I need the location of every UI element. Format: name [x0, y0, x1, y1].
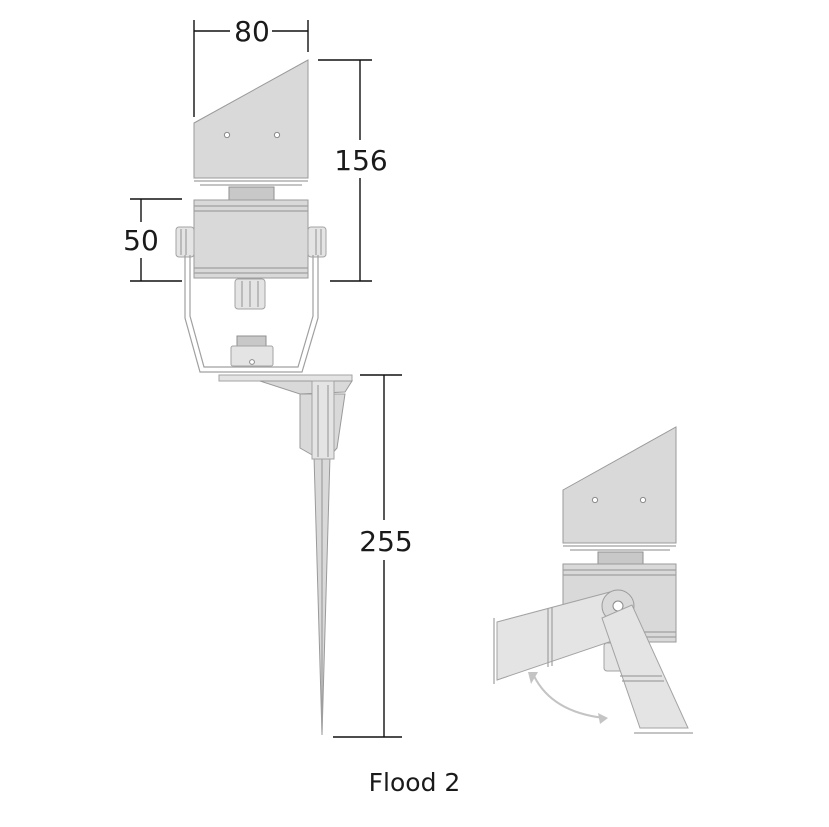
- dimension-head-height: 156: [318, 59, 388, 282]
- front-view: [175, 59, 353, 736]
- glare-shield: [193, 59, 309, 179]
- lamp-body: [193, 199, 309, 279]
- dimension-spike-height: 255: [333, 374, 413, 738]
- side-knob-left: [175, 226, 195, 258]
- side-view: [493, 426, 693, 734]
- side-glare-shield: [562, 426, 677, 544]
- shield-hole-left: [223, 131, 231, 139]
- dimension-body-height: 50: [123, 198, 182, 282]
- side-knob-right: [307, 226, 327, 258]
- bracket-bolt: [236, 335, 267, 347]
- dim-label-head-height: 156: [334, 144, 387, 177]
- dim-label-spike-height: 255: [359, 525, 412, 558]
- side-stand-leg: [601, 604, 689, 729]
- dimension-width: 80: [193, 15, 309, 117]
- rotation-arrow: [533, 675, 605, 719]
- dim-label-width: 80: [234, 15, 270, 48]
- spike-plate: [218, 374, 353, 382]
- shield-hole-right: [273, 131, 281, 139]
- mounting-bracket: [184, 255, 319, 373]
- head-neck: [228, 186, 275, 201]
- dim-label-body-height: 50: [123, 224, 159, 257]
- figure-caption: Flood 2: [368, 768, 461, 797]
